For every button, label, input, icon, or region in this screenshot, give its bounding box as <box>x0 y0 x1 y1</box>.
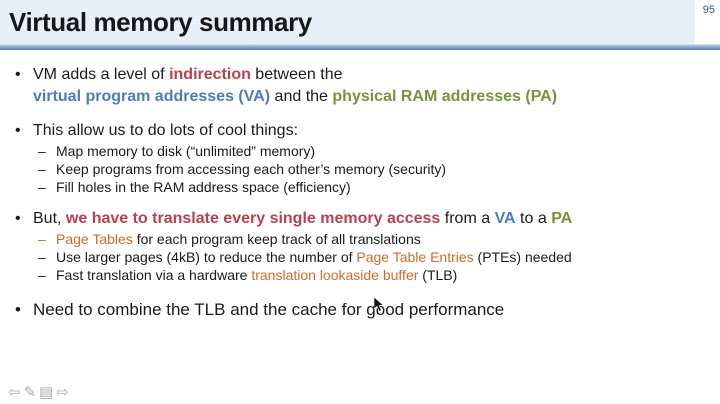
presenter-nav: ⇦✎▤⇨ <box>8 385 69 400</box>
bullet-marker: • <box>15 300 21 319</box>
text-segment: we have to translate every single memory… <box>65 210 441 227</box>
text-segment: But, <box>33 210 66 227</box>
next-slide-arrow-icon[interactable]: ⇨ <box>56 384 69 401</box>
slide-title: Virtual memory summary <box>9 7 312 37</box>
bullet-line: –Fill holes in the RAM address space (ef… <box>0 178 716 196</box>
dash-marker: – <box>38 143 46 159</box>
bullet-line: • Need to combine the TLB and the cache f… <box>0 299 716 321</box>
text-segment: Page Tables <box>56 231 133 247</box>
text-segment: physical RAM addresses (PA) <box>332 88 558 105</box>
text-segment: Use larger pages (4kB) to reduce the num… <box>56 249 357 265</box>
dash-marker: – <box>38 231 46 247</box>
text-segment: Fill holes in the RAM address space (eff… <box>56 179 351 195</box>
text-segment: VM adds a level of <box>33 66 170 83</box>
bullet-list: • VM adds a level of indirection between … <box>0 50 716 321</box>
slide-menu-icon[interactable]: ▤ <box>39 384 54 401</box>
bullet-line: –Keep programs from accessing each other… <box>0 160 716 178</box>
text-segment: for each program keep track of all trans… <box>132 231 421 247</box>
bullet-line: • VM adds a level of indirection between … <box>0 64 716 86</box>
title-underline-rule <box>0 44 720 50</box>
dash-marker: – <box>38 179 46 195</box>
text-segment: to a <box>515 210 552 227</box>
pen-tool-icon[interactable]: ✎ <box>23 384 37 401</box>
slide-title-bar <box>0 0 695 44</box>
text-segment: indirection <box>169 66 251 83</box>
bullet-line: virtual program addresses (VA) and the p… <box>0 86 716 108</box>
bullet-line: • But, we have to translate every single … <box>0 208 716 230</box>
text-segment: (PTEs) needed <box>473 249 572 265</box>
text-segment: Fast translation via a hardware <box>56 267 252 283</box>
text-segment: Need to combine the TLB and the cache fo… <box>33 300 505 319</box>
bullet-line: –Map memory to disk (“unlimited” memory) <box>0 142 716 160</box>
text-segment: PA <box>551 210 573 227</box>
dash-marker: – <box>38 161 46 177</box>
text-segment: Page Table Entries <box>356 249 474 265</box>
text-segment: and the <box>270 88 333 105</box>
slide-page-number: 95 <box>702 4 715 16</box>
bullet-marker: • <box>15 210 21 227</box>
previous-slide-arrow-icon[interactable]: ⇦ <box>8 384 21 401</box>
text-segment: virtual program addresses (VA) <box>33 88 271 105</box>
text-segment: between the <box>250 66 343 83</box>
text-segment: (TLB) <box>418 267 458 283</box>
text-segment: VA <box>494 210 516 227</box>
bullet-line: –Page Tables for each program keep track… <box>0 230 716 248</box>
bullet-line: • This allow us to do lots of cool things… <box>0 120 716 142</box>
bullet-line: –Fast translation via a hardware transla… <box>0 266 716 284</box>
text-segment: from a <box>440 210 495 227</box>
slide-title-bar-corner <box>695 0 720 44</box>
dash-marker: – <box>38 249 46 265</box>
text-segment: This allow us to do lots of cool things: <box>33 122 299 139</box>
text-segment: Map memory to disk (“unlimited” memory) <box>56 143 316 159</box>
bullet-marker: • <box>15 66 21 83</box>
dash-marker: – <box>38 267 46 283</box>
bullet-marker: • <box>15 122 21 139</box>
text-segment: Keep programs from accessing each other’… <box>56 161 447 177</box>
bullet-line: –Use larger pages (4kB) to reduce the nu… <box>0 248 716 266</box>
text-segment: translation lookaside buffer <box>251 267 419 283</box>
